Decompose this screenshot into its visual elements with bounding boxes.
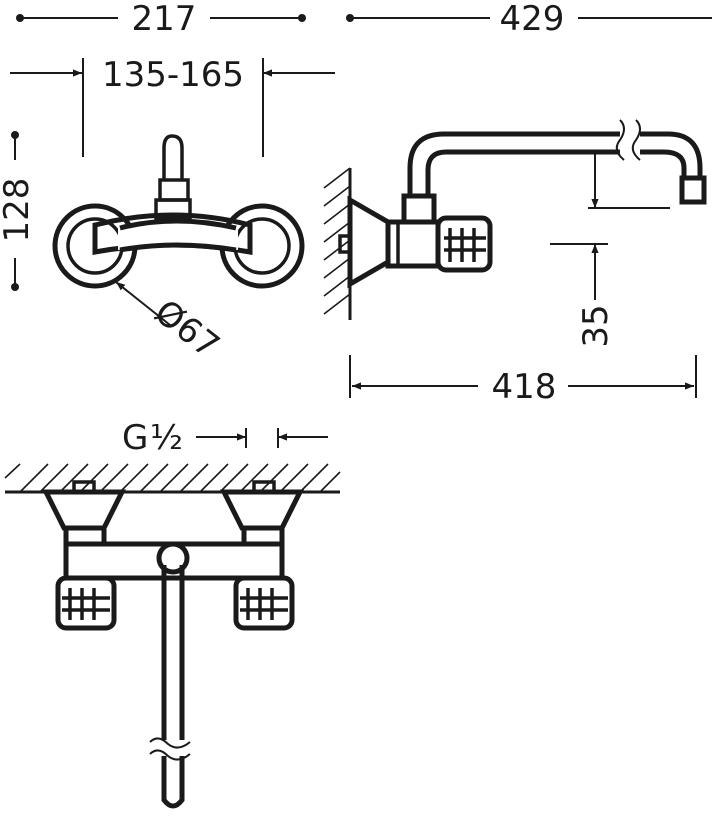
wall-hatch-top bbox=[4, 463, 341, 494]
dim-35-label: 35 bbox=[576, 304, 616, 347]
dim-35: 35 bbox=[550, 152, 670, 348]
dim-418-label: 418 bbox=[492, 367, 557, 407]
dim-135-165-label: 135-165 bbox=[102, 55, 244, 95]
faucet-front-view bbox=[52, 134, 305, 289]
dim-diameter-67: Ø67 bbox=[115, 281, 227, 367]
faucet-top-view bbox=[41, 480, 305, 809]
dim-217-label: 217 bbox=[132, 0, 197, 39]
wall-hatch-side bbox=[323, 167, 352, 320]
dim-135-165: 135-165 bbox=[10, 55, 335, 157]
dim-thread-g-half: G ½ bbox=[122, 418, 328, 458]
dim-217: 217 bbox=[16, 0, 306, 39]
dim-128-label: 128 bbox=[0, 178, 37, 243]
thread-fraction-label: ½ bbox=[150, 418, 183, 458]
thread-g-label: G bbox=[122, 418, 148, 458]
dim-429-label: 429 bbox=[500, 0, 565, 39]
dim-418: 418 bbox=[349, 355, 697, 407]
faucet-side-view bbox=[338, 119, 707, 289]
dim-128: 128 bbox=[0, 131, 37, 291]
dim-429: 429 bbox=[346, 0, 712, 39]
dim-diameter-67-label: Ø67 bbox=[147, 292, 227, 367]
